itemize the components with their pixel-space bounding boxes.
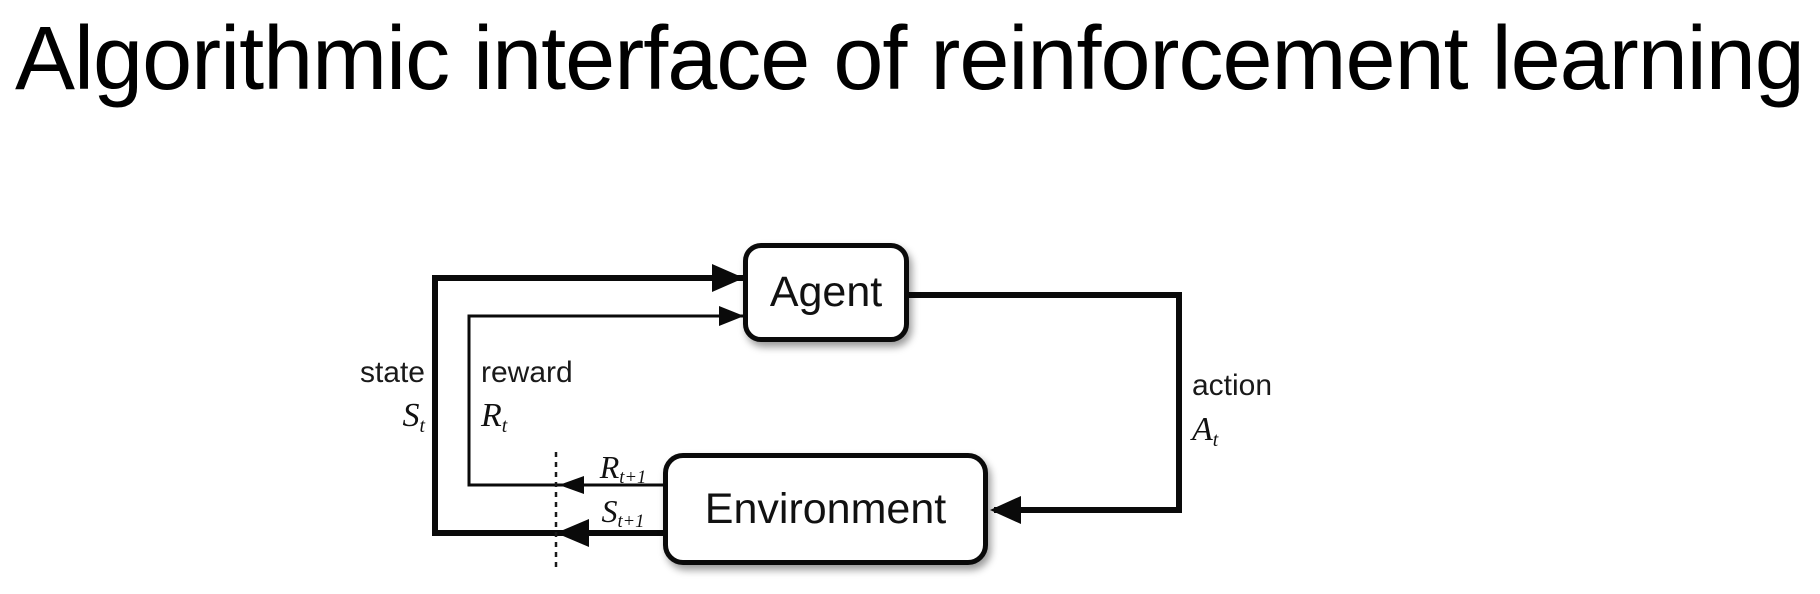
next-state-symbol-base: S [601, 493, 618, 529]
action-symbol: At [1192, 411, 1218, 450]
action-symbol-subscript: t [1212, 428, 1219, 451]
state-arrowhead-into-agent [712, 264, 744, 292]
environment-node: Environment [663, 453, 988, 565]
reward-arrowhead-into-agent [719, 306, 744, 326]
reward-symbol-subscript: t [501, 414, 508, 437]
environment-node-label: Environment [704, 484, 947, 533]
agent-node: Agent [743, 243, 909, 342]
state-loop-line [432, 275, 743, 536]
reward-symbol-base: R [481, 397, 502, 434]
reward-label: reward [481, 356, 573, 389]
action-label: action [1192, 369, 1273, 402]
next-state-symbol-subscript: t+1 [617, 511, 645, 533]
next-reward-symbol: Rt+1 [583, 449, 663, 487]
slide-title: Algorithmic interface of reinforcement l… [15, 9, 1805, 109]
state-label: state [359, 356, 425, 389]
action-symbol-base: A [1192, 411, 1213, 448]
next-reward-symbol-subscript: t+1 [619, 467, 647, 489]
agent-node-label: Agent [769, 268, 883, 316]
next-reward-symbol-base: R [599, 449, 620, 485]
next-state-arrowhead [556, 519, 589, 547]
state-symbol-subscript: t [419, 414, 425, 437]
reward-symbol: Rt [481, 397, 507, 436]
action-loop-line [907, 292, 1182, 513]
next-state-symbol: St+1 [583, 493, 663, 531]
state-symbol: St [320, 397, 428, 436]
state-symbol-base: S [402, 397, 420, 434]
next-reward-arrowhead [559, 476, 584, 494]
action-arrowhead-into-environment [990, 496, 1021, 524]
